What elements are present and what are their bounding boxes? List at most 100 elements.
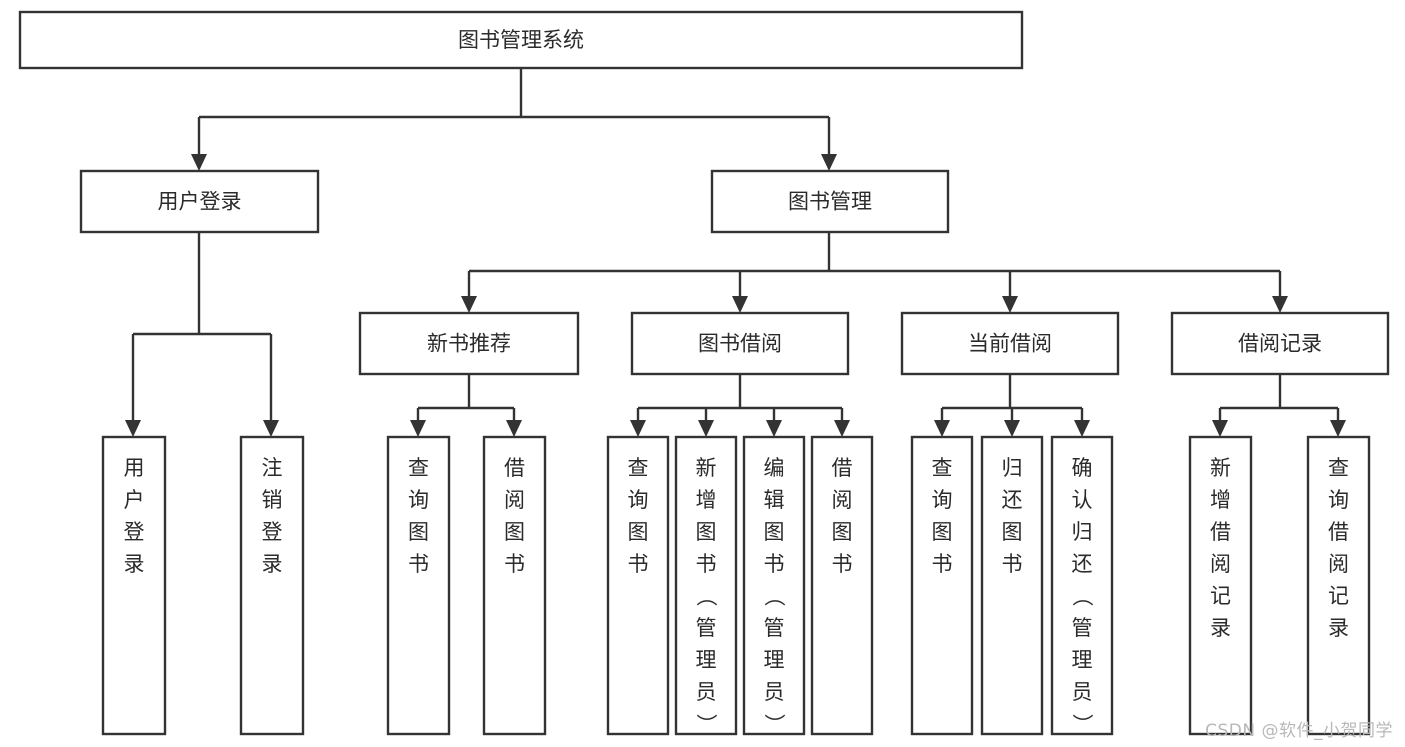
- svg-text:阅: 阅: [1328, 552, 1349, 576]
- borrow-record-drop-0-arrow: [1212, 420, 1228, 437]
- user-login-drop-0-arrow: [125, 420, 141, 437]
- svg-text:认: 认: [1072, 488, 1093, 512]
- svg-text:）: ）: [1070, 714, 1094, 735]
- svg-text:查: 查: [628, 456, 649, 480]
- node-leaf-add-book[interactable]: [674, 435, 738, 736]
- current-borrow-drop-1-arrow: [1004, 420, 1020, 437]
- node-leaf-confirm-return[interactable]: [1050, 435, 1114, 736]
- node-user-login-label: 用户登录: [158, 190, 242, 214]
- borrow-record-drop-1-arrow: [1330, 420, 1346, 437]
- node-leaf-query-record[interactable]: [1306, 435, 1371, 736]
- node-leaf-return-book[interactable]: [980, 435, 1044, 736]
- node-root[interactable]: [18, 10, 1024, 70]
- svg-text:录: 录: [1328, 616, 1349, 640]
- svg-text:理: 理: [696, 648, 717, 672]
- svg-text:录: 录: [1210, 616, 1231, 640]
- svg-text:图: 图: [628, 520, 649, 544]
- svg-text:图: 图: [408, 520, 429, 544]
- svg-text:书: 书: [408, 552, 429, 576]
- svg-text:询: 询: [932, 488, 953, 512]
- svg-text:阅: 阅: [504, 488, 525, 512]
- svg-text:编: 编: [764, 456, 785, 480]
- node-leaf-borrow-book-2[interactable]: [810, 435, 874, 736]
- svg-text:归: 归: [1002, 456, 1023, 480]
- node-leaf-query-book-3[interactable]: [910, 435, 974, 736]
- svg-text:员: 员: [696, 680, 717, 704]
- svg-text:书: 书: [932, 552, 953, 576]
- user-login-drop-1-arrow: [263, 420, 279, 437]
- node-leaf-borrow-book-1[interactable]: [482, 435, 547, 736]
- svg-text:还: 还: [1002, 488, 1023, 512]
- book-borrow-drop-2-arrow: [766, 420, 782, 437]
- svg-text:员: 员: [1072, 680, 1093, 704]
- svg-text:图: 图: [504, 520, 525, 544]
- svg-text:借: 借: [1328, 520, 1349, 544]
- svg-text:新: 新: [1210, 456, 1231, 480]
- node-book-manage[interactable]: [710, 169, 950, 234]
- svg-text:询: 询: [408, 488, 429, 512]
- svg-text:阅: 阅: [1210, 552, 1231, 576]
- level1-drop-0-arrow: [191, 154, 207, 171]
- node-leaf-user-login-label: 用户登录: [124, 456, 145, 576]
- svg-text:（: （: [762, 586, 786, 607]
- node-root-label: 图书管理系统: [458, 28, 584, 52]
- svg-text:书: 书: [504, 552, 525, 576]
- node-leaf-user-login[interactable]: [101, 435, 167, 736]
- node-leaf-user-logout[interactable]: [239, 435, 305, 736]
- svg-text:图: 图: [764, 520, 785, 544]
- svg-text:）: ）: [762, 714, 786, 735]
- node-borrow-record-label: 借阅记录: [1238, 332, 1322, 356]
- node-leaf-query-book-2[interactable]: [606, 435, 670, 736]
- svg-text:书: 书: [764, 552, 785, 576]
- svg-text:登: 登: [124, 520, 145, 544]
- level2-drop-2-arrow: [1002, 296, 1018, 313]
- svg-text:（: （: [694, 586, 718, 607]
- svg-text:图: 图: [1002, 520, 1023, 544]
- node-leaf-query-book-1[interactable]: [386, 435, 451, 736]
- svg-text:记: 记: [1328, 584, 1349, 608]
- node-current-borrow[interactable]: [900, 311, 1120, 376]
- node-new-book-recommend[interactable]: [358, 311, 580, 376]
- level2-drop-3-arrow: [1272, 296, 1288, 313]
- svg-text:注: 注: [262, 456, 283, 480]
- svg-text:图: 图: [832, 520, 853, 544]
- node-book-borrow[interactable]: [630, 311, 850, 376]
- current-borrow-drop-2-arrow: [1074, 420, 1090, 437]
- svg-text:理: 理: [764, 648, 785, 672]
- book-borrow-drop-1-arrow: [698, 420, 714, 437]
- svg-text:增: 增: [696, 488, 717, 512]
- node-leaf-edit-book[interactable]: [742, 435, 806, 736]
- svg-text:书: 书: [696, 552, 717, 576]
- node-leaf-add-record[interactable]: [1188, 435, 1253, 736]
- svg-text:归: 归: [1072, 520, 1093, 544]
- book-borrow-drop-3-arrow: [834, 420, 850, 437]
- node-user-login[interactable]: [79, 169, 320, 234]
- svg-text:辑: 辑: [764, 488, 785, 512]
- svg-text:书: 书: [1002, 552, 1023, 576]
- svg-text:）: ）: [694, 714, 718, 735]
- svg-text:阅: 阅: [832, 488, 853, 512]
- svg-text:查: 查: [932, 456, 953, 480]
- level2-drop-0-arrow: [461, 296, 477, 313]
- svg-text:新: 新: [696, 456, 717, 480]
- node-borrow-record[interactable]: [1170, 311, 1390, 376]
- level1-drop-1-arrow: [821, 154, 837, 171]
- svg-text:管: 管: [1072, 616, 1093, 640]
- svg-text:图: 图: [932, 520, 953, 544]
- svg-text:书: 书: [832, 552, 853, 576]
- current-borrow-drop-0-arrow: [934, 420, 950, 437]
- watermark-text: CSDN @软件_小贺同学: [1205, 721, 1393, 741]
- svg-text:记: 记: [1210, 584, 1231, 608]
